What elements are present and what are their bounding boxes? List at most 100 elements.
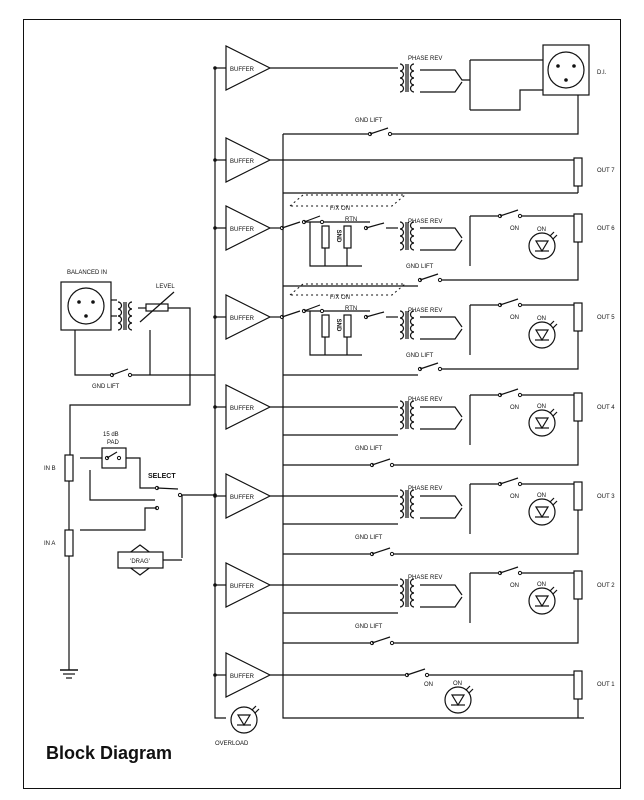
wire: [420, 406, 463, 418]
level-pot-arrow: [139, 291, 175, 323]
buffer-label: BUFFER: [230, 495, 255, 501]
output-jack-icon: [573, 213, 583, 243]
transformer-icon: [399, 310, 415, 340]
balanced-in-xlr-icon: [60, 281, 112, 331]
buffer-label: BUFFER: [230, 584, 255, 590]
in-b-label: IN B: [44, 466, 56, 472]
in-b-jack-icon: [64, 454, 74, 482]
fx-send-resistor: [321, 225, 330, 249]
ground-return-bus: [282, 134, 584, 719]
led-on-label: ON: [537, 316, 546, 322]
wire: [394, 599, 579, 644]
wire: [552, 411, 558, 417]
snd-label: SND: [335, 230, 341, 243]
output-jack-icon: [573, 670, 583, 700]
switch-contact: [389, 462, 395, 468]
phase-wire: [420, 69, 470, 81]
wire: [80, 507, 157, 531]
pad-label: PAD: [107, 440, 120, 446]
wire: [549, 408, 555, 414]
di-xlr-ring: [547, 51, 585, 89]
junction-dot: [77, 300, 81, 304]
out-label: OUT 6: [597, 226, 615, 232]
buffer-label: BUFFER: [230, 159, 255, 165]
buffer-amplifier: [225, 384, 272, 430]
junction-dot: [213, 405, 217, 409]
out-label: OUT 5: [597, 315, 615, 321]
gnd-lift-label: GND LIFT: [92, 384, 120, 390]
junction-dot: [564, 78, 568, 82]
phase-wire: [420, 81, 463, 93]
phase-rev-label: PHASE REV: [408, 219, 442, 225]
switch: [406, 668, 426, 676]
wire: [442, 331, 579, 370]
on-label: ON: [510, 226, 519, 232]
di-label: D.I.: [597, 70, 607, 76]
led-indicator-icon: [230, 705, 260, 734]
switch-contact: [517, 392, 523, 398]
wire: [549, 231, 555, 237]
wire: [126, 457, 155, 489]
level-out-wire: [69, 307, 191, 460]
switch-contact: [517, 481, 523, 487]
output-channels: BUFFERBUFFERBUFFERBUFFERBUFFERBUFFERBUFF…: [215, 44, 615, 747]
junction-dot: [213, 315, 217, 319]
switch-contact: [389, 640, 395, 646]
junction-dot: [91, 300, 95, 304]
buffer-label: BUFFER: [230, 316, 255, 322]
out-label: OUT 3: [597, 494, 615, 500]
buffer-amplifier: [225, 473, 272, 519]
di-out-wire: [470, 89, 545, 111]
gnd-wire: [74, 330, 110, 376]
switch: [419, 362, 439, 370]
wire: [420, 316, 463, 328]
fx-on-label: F/X ON: [330, 295, 350, 301]
fx-on-label: F/X ON: [330, 206, 350, 212]
output-jack-icon: [573, 157, 583, 187]
buffer-label: BUFFER: [230, 674, 255, 680]
gnd-lift-label: GND LIFT: [355, 535, 383, 541]
switch-contact: [437, 277, 443, 283]
led-indicator-icon: ON: [528, 316, 558, 349]
led-on-label: ON: [537, 404, 546, 410]
wire: [468, 688, 474, 694]
transformer-icon: [117, 301, 133, 331]
switch-contact: [389, 551, 395, 557]
phase-rev-label: PHASE REV: [408, 397, 442, 403]
switch: [499, 388, 519, 396]
gnd-lift-label: GND LIFT: [406, 353, 434, 359]
wire: [365, 311, 385, 318]
fx-return-resistor: [343, 225, 352, 249]
transformer-icon: [399, 63, 415, 93]
wire: [552, 500, 558, 506]
wire: [549, 320, 555, 326]
wire: [420, 239, 463, 251]
gnd-wire: [392, 95, 579, 135]
led-indicator-icon: ON: [528, 582, 558, 615]
on-label: ON: [510, 494, 519, 500]
wire: [420, 507, 463, 519]
wire: [254, 708, 260, 714]
junction-dot: [84, 314, 88, 318]
balanced-gnd-lift-switch: [111, 368, 129, 376]
on-label: ON: [510, 405, 519, 411]
wire: [420, 596, 463, 608]
junction-dot: [572, 64, 576, 68]
junction-dot: [213, 673, 217, 677]
wire: [394, 421, 579, 466]
pad-switch: [106, 451, 118, 459]
buffer-label: BUFFER: [230, 67, 255, 73]
in-a-jack-icon: [64, 529, 74, 557]
switch-contact: [387, 131, 393, 137]
xlr-ring: [67, 287, 105, 325]
balanced-in-label: BALANCED IN: [67, 270, 107, 276]
wire: [281, 221, 301, 229]
out-label: OUT 2: [597, 583, 615, 589]
junction-dot: [213, 66, 217, 70]
output-jack-icon: [573, 392, 583, 422]
wire: [420, 584, 463, 596]
wire: [281, 310, 301, 318]
